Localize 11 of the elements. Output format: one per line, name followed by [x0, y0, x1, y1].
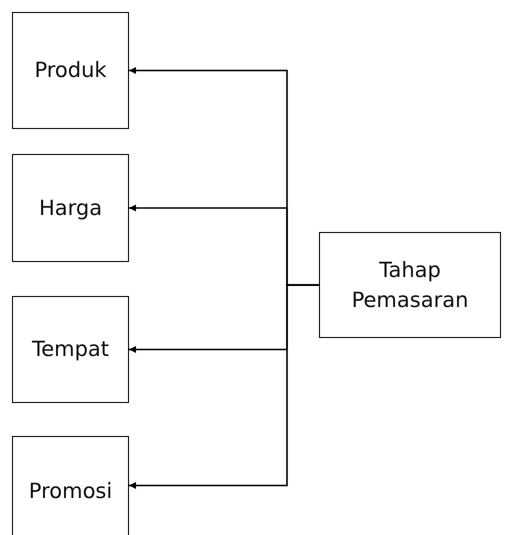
box-label: Tempat: [32, 336, 110, 364]
connector-arrow: [129, 284, 319, 489]
box-label: Harga: [38, 194, 102, 222]
box-label: Promosi: [28, 478, 112, 505]
box-label: Produk: [34, 57, 107, 84]
process-box: [319, 232, 501, 338]
box-label: Tahap Pemasaran: [350, 256, 470, 314]
process-box: [12, 436, 129, 535]
process-box: [12, 12, 129, 129]
process-box: [12, 296, 129, 403]
process-box: [12, 154, 129, 262]
